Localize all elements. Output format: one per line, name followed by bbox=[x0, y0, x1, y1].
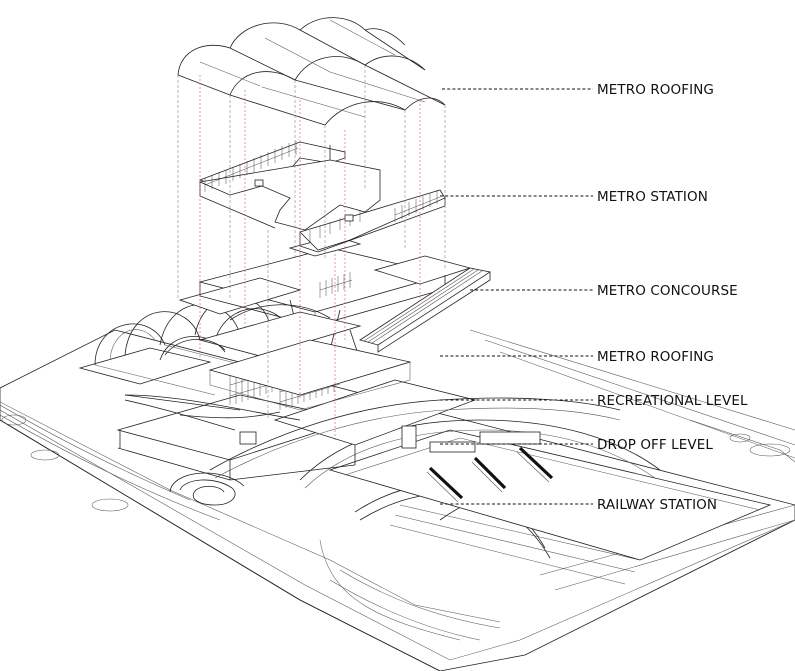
label-railway-station: RAILWAY STATION bbox=[597, 497, 717, 513]
projection-lines bbox=[177, 65, 446, 440]
label-recreational-level: RECREATIONAL LEVEL bbox=[597, 393, 748, 409]
leader-lines bbox=[440, 88, 593, 505]
label-metro-station: METRO STATION bbox=[597, 189, 708, 205]
metro-station bbox=[198, 141, 446, 253]
recreational-level bbox=[78, 347, 621, 481]
top-metro-roofing bbox=[177, 17, 446, 126]
label-metro-roofing-mid: METRO ROOFING bbox=[597, 349, 714, 365]
metro-concourse bbox=[164, 235, 492, 411]
railway-hall bbox=[299, 419, 772, 561]
level-labels: METRO ROOFING METRO STATION METRO CONCOU… bbox=[597, 82, 748, 513]
label-metro-roofing-top: METRO ROOFING bbox=[597, 82, 714, 98]
label-drop-off-level: DROP OFF LEVEL bbox=[597, 437, 713, 453]
label-metro-concourse: METRO CONCOURSE bbox=[597, 283, 738, 299]
